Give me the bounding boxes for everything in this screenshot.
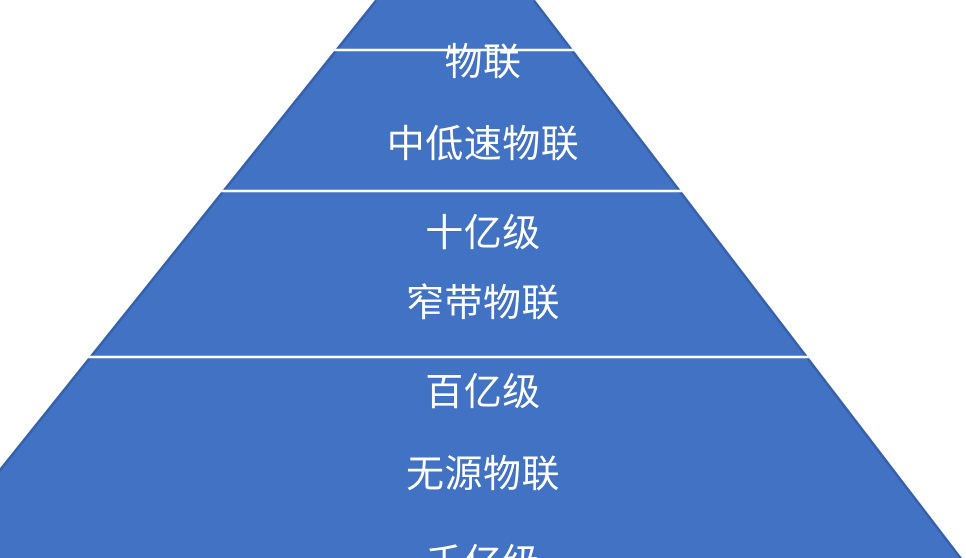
pyramid-left-edge [0,0,377,558]
